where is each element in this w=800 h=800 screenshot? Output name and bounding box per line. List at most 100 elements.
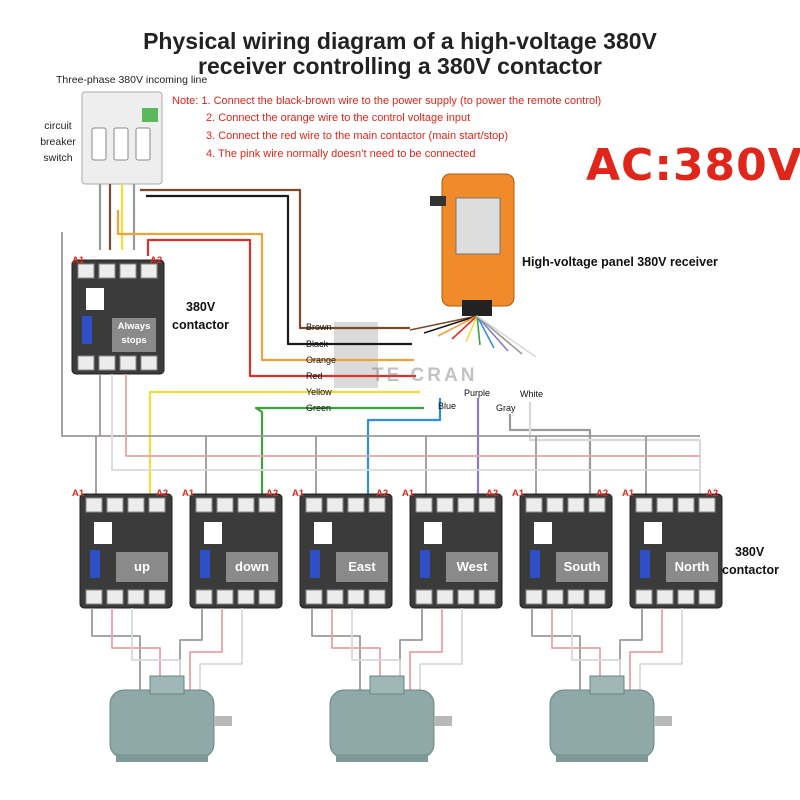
motor-feed-wire bbox=[419, 608, 463, 690]
main-contactor-badge: Always stops bbox=[112, 318, 156, 352]
motor-feed-wire bbox=[199, 608, 243, 690]
motor-terminal-box bbox=[149, 675, 185, 695]
contactor-terminal-top bbox=[216, 497, 234, 513]
receiver-harness-wire bbox=[451, 315, 478, 340]
coil-a1-label: A1 bbox=[182, 488, 195, 499]
motor-feed-wire bbox=[351, 608, 401, 690]
contactor-badge-north: North bbox=[666, 552, 718, 582]
contactor-row-label-2: contactor bbox=[722, 563, 779, 577]
contactor-terminal-top bbox=[127, 497, 145, 513]
contactor-nameplate bbox=[314, 522, 332, 544]
contactor-terminal-top bbox=[368, 497, 386, 513]
contactor-terminal-top bbox=[326, 497, 344, 513]
coil-a1-label: A1 bbox=[622, 488, 635, 499]
breaker-switch-lever bbox=[91, 127, 107, 161]
contactor-nameplate bbox=[86, 288, 104, 310]
motor-body bbox=[549, 689, 655, 759]
contactor-indicator bbox=[200, 550, 210, 578]
wire-label-black: Black bbox=[306, 339, 329, 349]
contactor-indicator bbox=[530, 550, 540, 578]
note-1: Note: 1. Connect the black-brown wire to… bbox=[172, 95, 602, 107]
contactor-terminal-top bbox=[436, 497, 454, 513]
contactor-terminal-top bbox=[635, 497, 653, 513]
contactor-nameplate bbox=[94, 522, 112, 544]
wire-label-brown: Brown bbox=[306, 322, 332, 332]
contactor-indicator bbox=[420, 550, 430, 578]
contactor-nameplate bbox=[204, 522, 222, 544]
breaker-label-3: switch bbox=[43, 152, 73, 164]
contactor-terminal-bottom bbox=[305, 589, 323, 605]
receiver-antenna bbox=[430, 196, 446, 206]
receiver-cable-gland bbox=[462, 300, 492, 316]
coil-a2-label: A2 bbox=[486, 488, 499, 499]
main-contactor-label-1: 380V bbox=[186, 300, 216, 314]
motor-feed-wire bbox=[629, 608, 663, 690]
note-2: 2. Connect the orange wire to the contro… bbox=[206, 112, 471, 124]
contactor-nameplate bbox=[644, 522, 662, 544]
contactor-terminal-top bbox=[106, 497, 124, 513]
wire-label-green: Green bbox=[306, 403, 332, 413]
motor-feed-wire bbox=[311, 608, 361, 690]
motor-feed-wire bbox=[189, 608, 223, 690]
contactor-terminal-bottom bbox=[415, 589, 433, 605]
contactor-indicator bbox=[90, 550, 100, 578]
contactor-terminal-top bbox=[415, 497, 433, 513]
receiver-harness-wire bbox=[476, 315, 481, 346]
coil-a1-label: A1 bbox=[72, 488, 85, 499]
wire-black bbox=[146, 194, 412, 346]
contactor-terminal-top bbox=[305, 497, 323, 513]
contactor-terminal-bottom bbox=[258, 589, 276, 605]
contactor-terminal-top bbox=[258, 497, 276, 513]
incoming-line-label: Three-phase 380V incoming line bbox=[56, 74, 208, 86]
receiver-harness-wire bbox=[476, 315, 523, 355]
bus-wire-pink bbox=[125, 374, 700, 457]
contactor-terminal-top bbox=[698, 497, 716, 513]
contactor-terminal-top bbox=[677, 497, 695, 513]
contactor-terminal-top bbox=[119, 263, 137, 279]
receiver-harness-wire bbox=[437, 315, 478, 337]
title-line-2: receiver controlling a 380V contactor bbox=[198, 53, 602, 79]
motor-feed-wire bbox=[639, 608, 683, 690]
contactor-terminal-bottom bbox=[656, 589, 674, 605]
wire-label-yellow: Yellow bbox=[306, 387, 332, 397]
motor-shaft bbox=[654, 716, 672, 726]
wire-white bbox=[528, 402, 702, 496]
contactor-terminal-bottom bbox=[326, 589, 344, 605]
motor-feed-wire bbox=[131, 608, 181, 690]
wire-green bbox=[254, 406, 424, 496]
breaker-indicator bbox=[142, 108, 158, 122]
contactor-terminal-bottom bbox=[478, 589, 496, 605]
motor-terminal-box bbox=[369, 675, 405, 695]
motor-base bbox=[116, 754, 208, 762]
contactor-terminal-top bbox=[77, 263, 95, 279]
wire-yellow bbox=[148, 390, 420, 496]
wire-orange bbox=[116, 210, 414, 362]
main-coil-a2-label: A2 bbox=[150, 255, 163, 266]
contactor-terminal-top bbox=[546, 497, 564, 513]
watermark-text: TE CRAN bbox=[372, 365, 478, 386]
contactor-terminal-bottom bbox=[677, 589, 695, 605]
contactor-terminal-bottom bbox=[106, 589, 124, 605]
wire-red bbox=[146, 238, 416, 378]
contactor-badge-east: East bbox=[336, 552, 388, 582]
contactor-row-label-1: 380V bbox=[735, 545, 765, 559]
note-4: 4. The pink wire normally doesn’t need t… bbox=[206, 148, 476, 160]
contactor-nameplate bbox=[534, 522, 552, 544]
breaker-label-2: breaker bbox=[40, 136, 76, 148]
contactor-terminal-bottom bbox=[698, 589, 716, 605]
contactor-terminal-top bbox=[656, 497, 674, 513]
motor-body bbox=[329, 689, 435, 759]
contactor-terminal-top bbox=[525, 497, 543, 513]
contactor-terminal-bottom bbox=[98, 355, 116, 371]
motor-shaft bbox=[214, 716, 232, 726]
wire-label-red: Red bbox=[306, 371, 323, 381]
receiver-harness-wire bbox=[476, 315, 495, 349]
contactor-terminal-bottom bbox=[127, 589, 145, 605]
contactor-terminal-top bbox=[588, 497, 606, 513]
contactor-terminal-bottom bbox=[457, 589, 475, 605]
motor-terminal-box bbox=[589, 675, 625, 695]
motor-body bbox=[109, 689, 215, 759]
coil-a2-label: A2 bbox=[376, 488, 389, 499]
receiver-harness-wire bbox=[465, 315, 478, 343]
